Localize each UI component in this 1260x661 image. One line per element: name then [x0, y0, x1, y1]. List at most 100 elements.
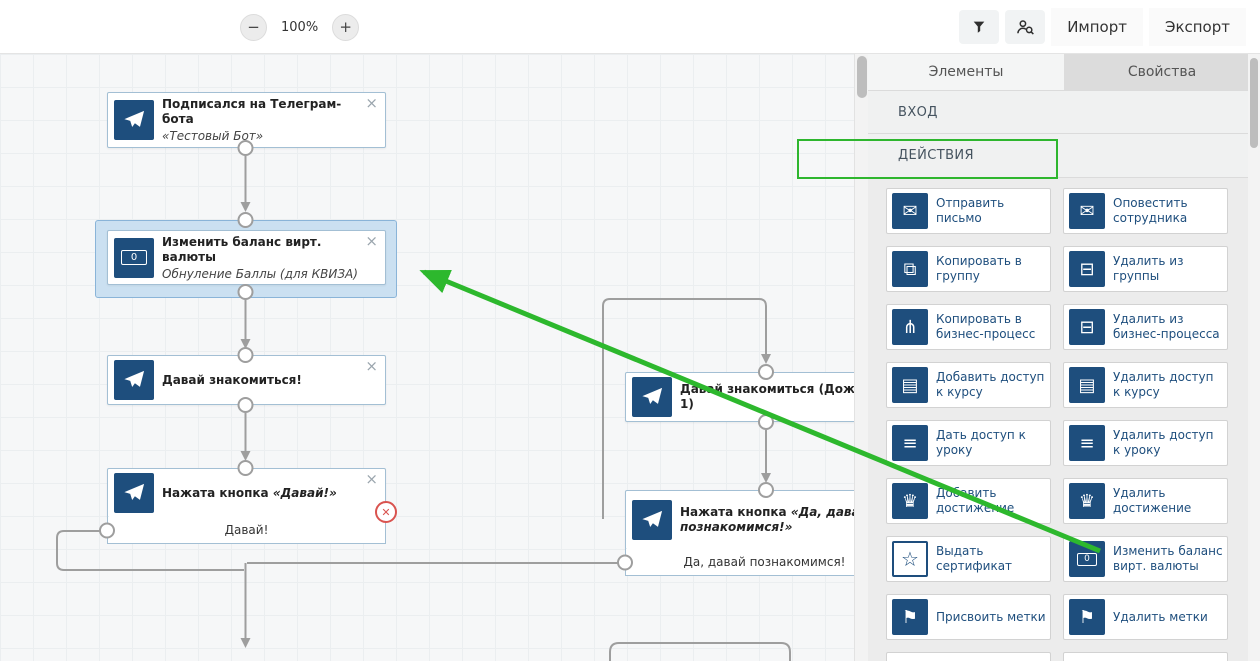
- action-label: Добавить достижение: [936, 486, 1015, 515]
- action-label: Добавить доступ к курсу: [936, 370, 1045, 399]
- node-title: Давай знакомиться (Дожим 1): [680, 382, 874, 411]
- node-title: Нажата кнопка: [162, 485, 269, 500]
- section-actions[interactable]: ДЕЙСТВИЯ: [868, 134, 1260, 178]
- tab-properties[interactable]: Свойства: [1064, 54, 1260, 90]
- book-icon: ▤: [892, 367, 928, 403]
- action-remove-tags[interactable]: ⚑ Удалить метки: [1063, 594, 1228, 640]
- action-label: Оповестить сотрудника: [1113, 196, 1188, 225]
- close-icon[interactable]: ×: [365, 470, 378, 488]
- node-text: Подписался на Телеграм-бота «Тестовый Бо…: [162, 97, 385, 143]
- action-label: Дать доступ к уроку: [936, 428, 1026, 457]
- document-icon: ≡: [892, 425, 928, 461]
- button-row-davai[interactable]: Давай!: [107, 517, 386, 544]
- action-remove-achievement[interactable]: ♛ Удалить достижение: [1063, 478, 1228, 524]
- action-label: Изменить баланс вирт. валюты: [1113, 544, 1223, 573]
- action-give-lesson-access[interactable]: ≡ Дать доступ к уроку: [886, 420, 1051, 466]
- filter-button[interactable]: [959, 10, 1000, 44]
- node-title-quote: «Давай!»: [272, 485, 337, 500]
- action-remove-lesson-access[interactable]: ≡ Удалить доступ к уроку: [1063, 420, 1228, 466]
- banknote-zero: 0: [130, 252, 138, 263]
- copy-icon: ⧉: [892, 251, 928, 287]
- panel-scrollbar-thumb[interactable]: [1250, 58, 1258, 148]
- action-remove-from-business-process[interactable]: ⊟ Удалить из бизнес-процесса: [1063, 304, 1228, 350]
- topbar-actions: Импорт Экспорт: [959, 0, 1246, 54]
- button-row-label: Да, давай познакомимся!: [683, 555, 846, 569]
- close-icon[interactable]: ×: [365, 94, 378, 112]
- export-button[interactable]: Экспорт: [1148, 8, 1246, 46]
- node-subtitle: «Тестовый Бот»: [162, 129, 264, 143]
- document-icon: ≡: [1069, 425, 1105, 461]
- star-icon: ☆: [892, 541, 928, 577]
- telegram-icon: [632, 377, 672, 417]
- envelope-icon: ✉: [892, 193, 928, 229]
- actions-grid: ✉ Отправить письмо ✉ Оповестить сотрудни…: [886, 188, 1228, 661]
- action-label: Удалить метки: [1113, 609, 1208, 624]
- action-remove-from-group[interactable]: ⊟ Удалить из группы: [1063, 246, 1228, 292]
- banknote-zero: 0: [1084, 554, 1090, 564]
- node-text: Давай знакомиться!: [162, 373, 385, 388]
- canvas-scrollbar[interactable]: [854, 54, 868, 661]
- zoom-controls: − 100% +: [240, 0, 360, 54]
- zoom-in-button[interactable]: +: [332, 13, 360, 41]
- elements-panel: Элементы Свойства ВХОД ДЕЙСТВИЯ ✉ Отправ…: [868, 54, 1260, 661]
- tag-icon: ⚑: [1069, 599, 1105, 635]
- node-button-pressed-davai[interactable]: Нажата кнопка «Давай!» ×: [107, 468, 386, 518]
- action-send-letter[interactable]: ✉ Отправить письмо: [886, 188, 1051, 234]
- action-copy-to-group[interactable]: ⧉ Копировать в группу: [886, 246, 1051, 292]
- action-notify-employee[interactable]: ✉ Оповестить сотрудника: [1063, 188, 1228, 234]
- funnel-icon: [973, 21, 985, 33]
- import-button[interactable]: Импорт: [1051, 8, 1143, 46]
- topbar: − 100% + Импорт Экспорт: [0, 0, 1260, 54]
- node-subscribed-telegram-bot[interactable]: Подписался на Телеграм-бота «Тестовый Бо…: [107, 92, 386, 148]
- sitemap-icon: ⋔: [892, 309, 928, 345]
- action-add-course-access[interactable]: ▤ Добавить доступ к курсу: [886, 362, 1051, 408]
- tab-elements[interactable]: Элементы: [868, 54, 1064, 90]
- action-label: Удалить из бизнес-процесса: [1113, 312, 1220, 341]
- error-badge[interactable]: ✕: [375, 501, 397, 523]
- minus-square-icon: ⊟: [1069, 309, 1105, 345]
- action-card-partial[interactable]: [886, 652, 1051, 661]
- trophy-icon: ♛: [892, 483, 928, 519]
- zoom-out-button[interactable]: −: [240, 13, 267, 41]
- error-x: ✕: [381, 505, 391, 519]
- action-label: Копировать в бизнес-процесс: [936, 312, 1036, 341]
- action-label: Удалить доступ к уроку: [1113, 428, 1214, 457]
- section-entry[interactable]: ВХОД: [868, 90, 1260, 134]
- action-label: Удалить достижение: [1113, 486, 1192, 515]
- node-lets-meet[interactable]: Давай знакомиться! ×: [107, 355, 386, 405]
- action-assign-tags[interactable]: ⚑ Присвоить метки: [886, 594, 1051, 640]
- panel-scrollbar[interactable]: [1248, 54, 1260, 661]
- node-change-virtual-balance[interactable]: 0 Изменить баланс вирт. валюты Обнуление…: [107, 230, 386, 285]
- action-label: Удалить доступ к курсу: [1113, 370, 1214, 399]
- node-subtitle: Обнуление Баллы (для КВИЗА): [162, 266, 358, 281]
- banknote-icon: 0: [1069, 541, 1105, 577]
- action-label: Присвоить метки: [936, 609, 1046, 624]
- action-add-achievement[interactable]: ♛ Добавить достижение: [886, 478, 1051, 524]
- node-text: Нажата кнопка «Давай!»: [162, 486, 385, 501]
- action-remove-course-access[interactable]: ▤ Удалить доступ к курсу: [1063, 362, 1228, 408]
- action-label: Копировать в группу: [936, 254, 1022, 283]
- panel-tabs: Элементы Свойства: [868, 54, 1260, 90]
- telegram-icon: [114, 360, 154, 400]
- envelope-icon: ✉: [1069, 193, 1105, 229]
- user-search-button[interactable]: [1005, 10, 1046, 44]
- close-icon[interactable]: ×: [365, 357, 378, 375]
- action-give-certificate[interactable]: ☆ Выдать сертификат: [886, 536, 1051, 582]
- close-icon[interactable]: ×: [365, 232, 378, 250]
- action-change-virtual-balance[interactable]: 0 Изменить баланс вирт. валюты: [1063, 536, 1228, 582]
- action-label: Выдать сертификат: [936, 544, 1013, 573]
- minus-square-icon: ⊟: [1069, 251, 1105, 287]
- telegram-icon: [632, 500, 672, 540]
- banknote-icon: 0: [114, 237, 154, 278]
- book-icon: ▤: [1069, 367, 1105, 403]
- action-copy-to-business-process[interactable]: ⋔ Копировать в бизнес-процесс: [886, 304, 1051, 350]
- action-card-partial[interactable]: [1063, 652, 1228, 661]
- node-title: Изменить баланс вирт. валюты: [162, 234, 322, 264]
- button-row-label: Давай!: [224, 523, 269, 537]
- user-search-icon: [1017, 20, 1035, 35]
- zoom-level: 100%: [281, 19, 319, 35]
- trophy-icon: ♛: [1069, 483, 1105, 519]
- canvas-scrollbar-thumb[interactable]: [857, 56, 867, 98]
- node-title: Нажата кнопка: [680, 505, 787, 519]
